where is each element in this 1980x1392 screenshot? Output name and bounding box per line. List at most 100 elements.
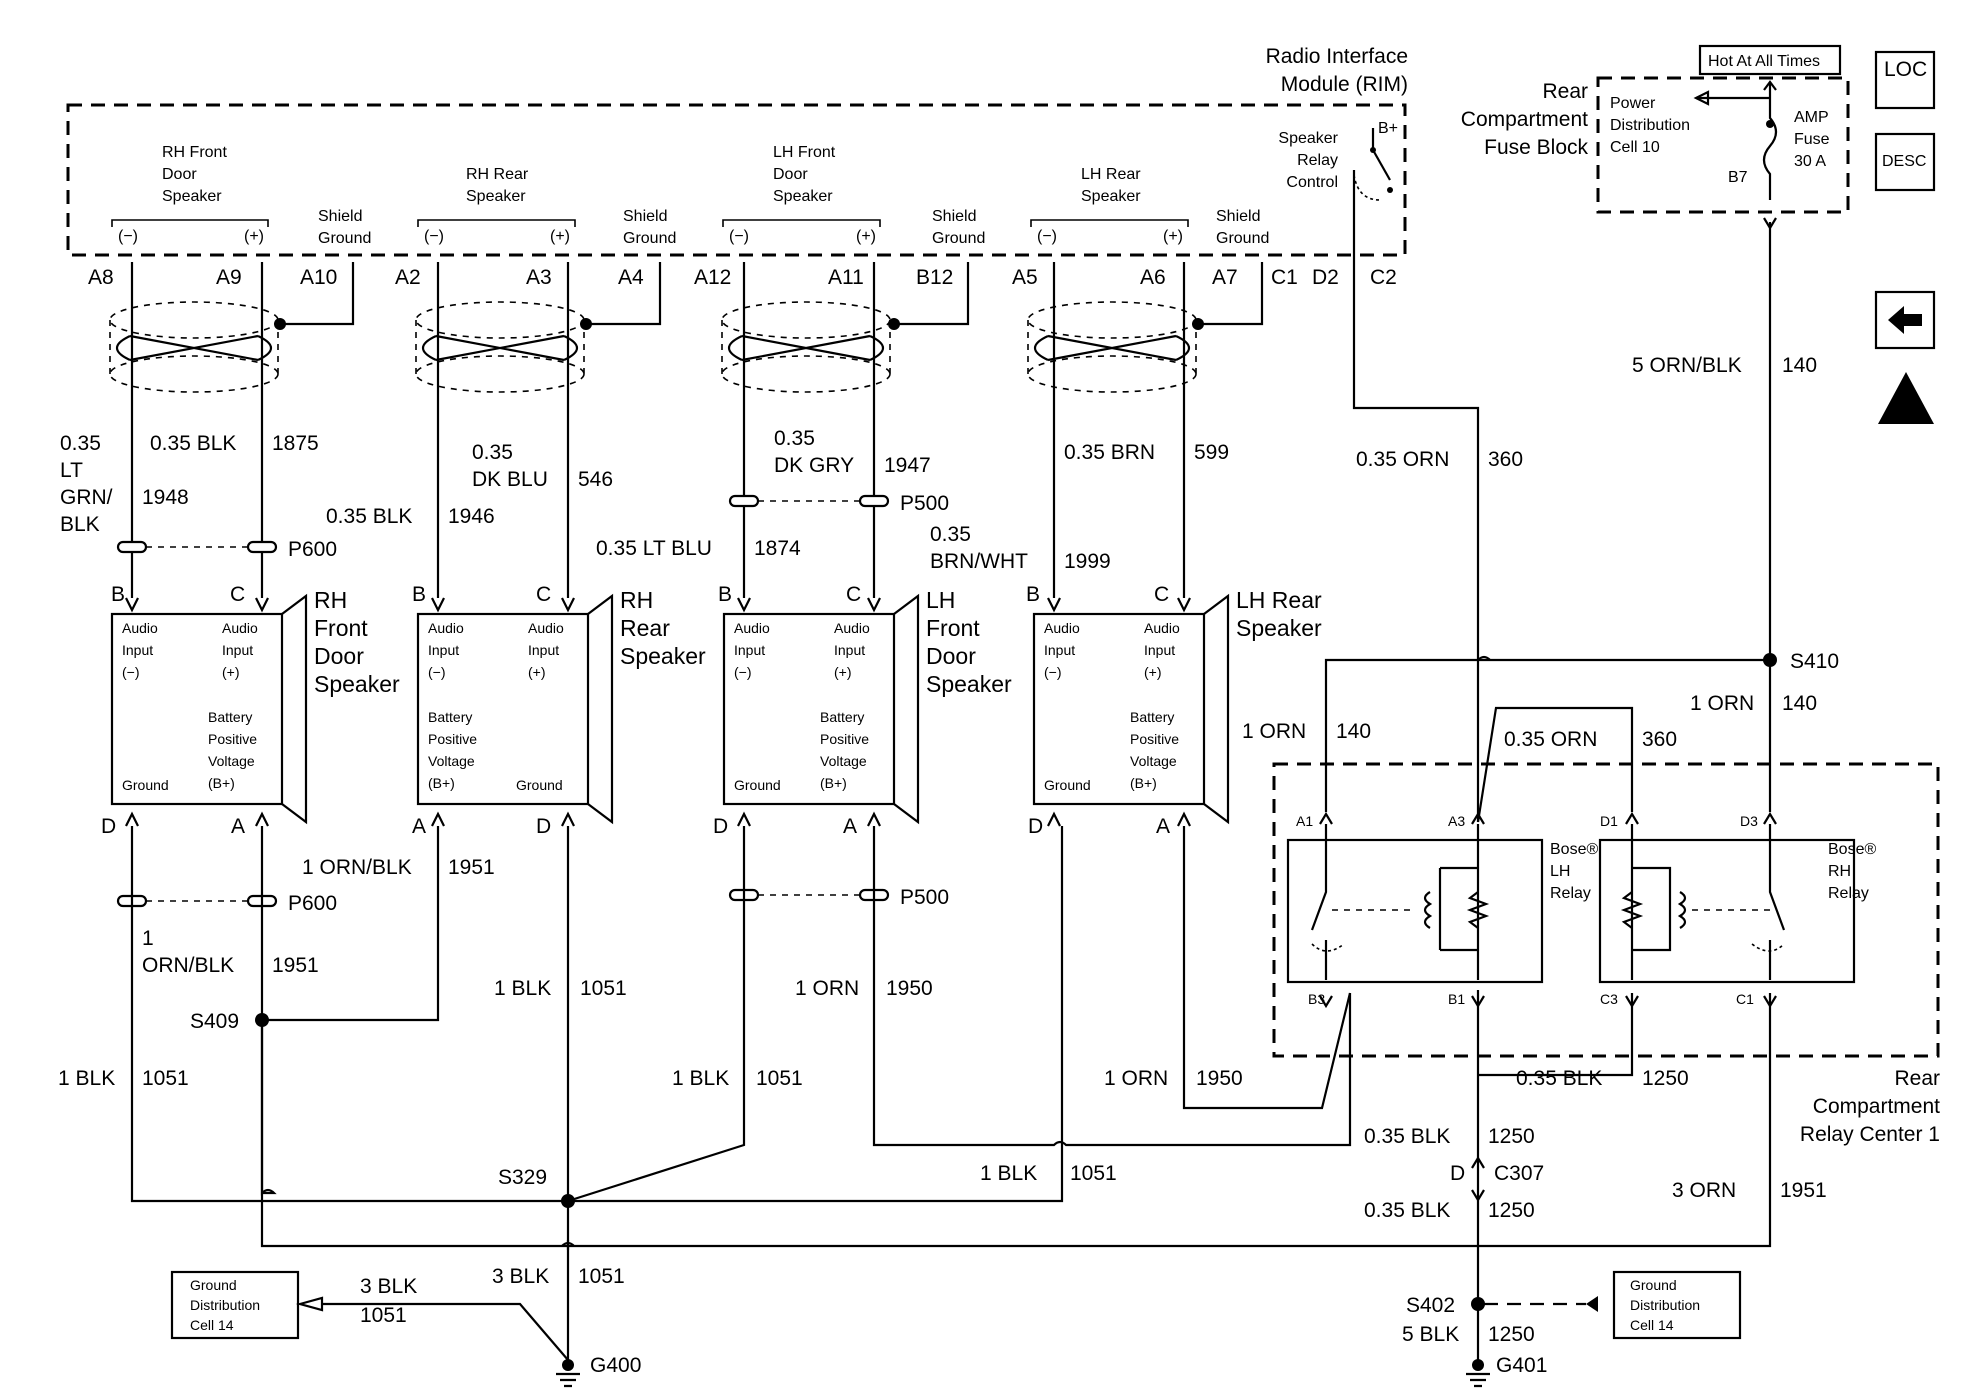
svg-text:LH Rear: LH Rear [1236,587,1322,613]
svg-text:Door: Door [314,643,364,669]
svg-text:1250: 1250 [1488,1323,1535,1346]
svg-text:1250: 1250 [1488,1199,1535,1222]
svg-text:C: C [846,583,861,606]
svg-text:Shield: Shield [623,208,667,225]
svg-text:1999: 1999 [1064,550,1111,573]
svg-text:Battery: Battery [208,709,252,725]
svg-text:(−): (−) [729,228,749,245]
svg-text:1051: 1051 [360,1304,407,1327]
svg-text:DK BLU: DK BLU [472,468,548,491]
ground-g400: Ground Distribution Cell 14 G400 [170,1270,641,1388]
p600-bottom: P600 [288,892,337,915]
svg-text:3 BLK: 3 BLK [492,1265,549,1288]
p600-top: P600 [288,538,337,561]
svg-text:(B+): (B+) [820,775,847,791]
svg-text:D: D [101,815,116,838]
svg-text:A4: A4 [618,266,644,289]
svg-text:0.35 BRN: 0.35 BRN [1064,441,1155,464]
svg-text:140: 140 [1782,692,1817,715]
svg-text:A: A [1156,815,1170,838]
svg-text:A: A [412,815,426,838]
svg-text:Input: Input [428,642,459,658]
svg-text:LT: LT [60,459,83,482]
svg-text:Battery: Battery [820,709,864,725]
svg-text:1 ORN/BLK: 1 ORN/BLK [302,856,412,879]
svg-text:1874: 1874 [754,537,801,560]
svg-text:1051: 1051 [578,1265,625,1288]
svg-text:BLK: BLK [60,513,100,536]
svg-text:1 ORN: 1 ORN [1690,692,1754,715]
svg-text:Audio: Audio [122,620,158,636]
svg-text:1951: 1951 [272,954,319,977]
svg-text:B: B [412,583,426,606]
splices: S409 S329 [190,1010,575,1208]
svg-text:5 ORN/BLK: 5 ORN/BLK [1632,354,1742,377]
svg-text:(+): (+) [528,664,546,680]
svg-text:360: 360 [1488,448,1523,471]
svg-text:Speaker: Speaker [1081,188,1141,205]
svg-text:S409: S409 [190,1010,239,1033]
rim-module-outline [66,103,1407,257]
svg-text:C307: C307 [1494,1162,1544,1185]
svg-text:0.35 BLK: 0.35 BLK [1364,1125,1450,1148]
svg-text:A8: A8 [88,266,114,289]
svg-text:599: 599 [1194,441,1229,464]
svg-text:1250: 1250 [1488,1125,1535,1148]
svg-text:360: 360 [1642,728,1677,751]
svg-text:Input: Input [834,642,865,658]
svg-text:A3: A3 [1448,813,1465,829]
svg-text:D: D [1450,1162,1465,1185]
svg-text:Ground: Ground [1630,1277,1677,1293]
svg-text:0.35 ORN: 0.35 ORN [1356,448,1449,471]
svg-text:Relay Center 1: Relay Center 1 [1800,1123,1940,1146]
svg-text:RH Front: RH Front [162,144,227,161]
ground-g401: S402 5 BLK 1250 Ground Distribution Cell… [1402,1270,1742,1388]
svg-text:Rear: Rear [1542,80,1588,103]
svg-text:B12: B12 [916,266,953,289]
svg-text:Speaker: Speaker [466,188,526,205]
svg-text:A3: A3 [526,266,552,289]
svg-text:Shield: Shield [1216,208,1260,225]
svg-text:1250: 1250 [1642,1067,1689,1090]
loc-icon[interactable] [1874,50,1936,110]
svg-text:Audio: Audio [1044,620,1080,636]
svg-text:0.35: 0.35 [60,432,101,455]
svg-text:Bose®: Bose® [1828,841,1876,858]
relay-center: Rear Compartment Relay Center 1 A1 A3 B3… [1272,762,1940,1146]
svg-text:B+: B+ [1378,120,1398,137]
svg-text:(+): (+) [1163,228,1183,245]
svg-text:Voltage: Voltage [428,753,475,769]
svg-text:(−): (−) [734,664,752,680]
svg-text:LH: LH [926,587,955,613]
svg-text:1946: 1946 [448,505,495,528]
svg-text:Distribution: Distribution [1610,117,1690,134]
svg-text:Audio: Audio [834,620,870,636]
desc-icon[interactable] [1874,132,1936,192]
rim-group-rh-front: RH Front Door Speaker (−) (+) Shield Gro… [111,144,371,247]
svg-text:Door: Door [162,166,197,183]
svg-text:3 ORN: 3 ORN [1672,1179,1736,1202]
svg-text:D2: D2 [1312,266,1339,289]
svg-text:1 ORN: 1 ORN [1242,720,1306,743]
svg-text:Power: Power [1610,95,1656,112]
svg-text:0.35 LT BLU: 0.35 LT BLU [596,537,712,560]
svg-text:0.35 BLK: 0.35 BLK [150,432,236,455]
svg-text:(B+): (B+) [208,775,235,791]
svg-text:Positive: Positive [1130,731,1179,747]
svg-text:1951: 1951 [448,856,495,879]
svg-text:0.35 ORN: 0.35 ORN [1504,728,1597,751]
svg-text:Rear: Rear [620,615,670,641]
svg-text:C: C [536,583,551,606]
svg-text:546: 546 [578,468,613,491]
svg-text:A6: A6 [1140,266,1166,289]
svg-text:Relay: Relay [1297,152,1338,169]
rim-title-1: Radio Interface [1266,45,1408,68]
svg-text:1947: 1947 [884,454,931,477]
svg-text:Fuse: Fuse [1794,131,1830,148]
fuse-block: Hot At All Times Rear Compartment Fuse B… [1461,44,1850,660]
svg-text:B: B [718,583,732,606]
svg-text:Speaker: Speaker [773,188,833,205]
svg-text:1 ORN: 1 ORN [795,977,859,1000]
svg-text:Ground: Ground [623,230,676,247]
svg-text:B3: B3 [1308,991,1325,1007]
